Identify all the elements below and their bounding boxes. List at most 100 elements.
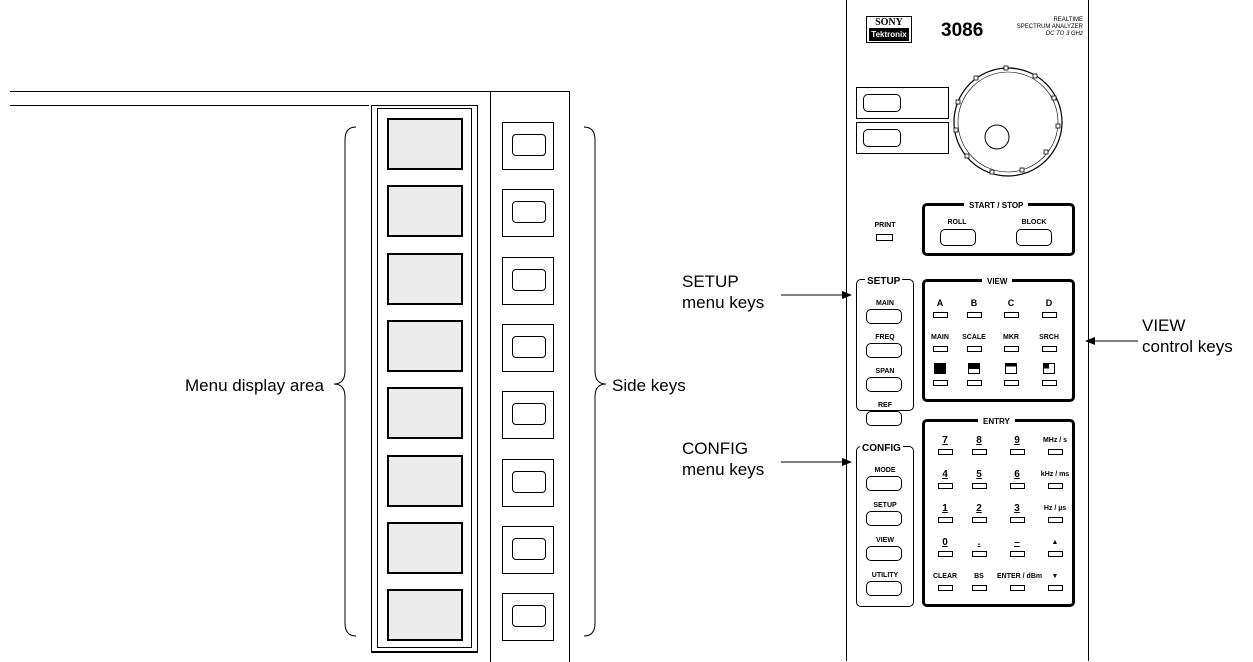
view-a-label: A: [936, 298, 944, 308]
side-keys-label: Side keys: [612, 376, 686, 395]
entry-decimal-key[interactable]: [972, 551, 987, 557]
view-srch-key[interactable]: [1042, 346, 1057, 352]
entry-decimal-label: .: [977, 537, 981, 548]
entry-hz-us-key[interactable]: [1048, 517, 1063, 523]
entry-two-key[interactable]: [972, 517, 987, 523]
entry-enter-dbm-key[interactable]: [1010, 585, 1025, 591]
panel-key-lower[interactable]: [863, 129, 901, 147]
entry-up-arrow-label: ▲: [1051, 539, 1059, 546]
entry-mhz-s-key[interactable]: [1048, 449, 1063, 455]
entry-group-title: ENTRY: [978, 417, 1015, 426]
entry-five-key[interactable]: [972, 483, 987, 489]
entry-seven-label: 7: [942, 435, 948, 446]
freq-menu-key[interactable]: [866, 343, 902, 358]
entry-clear-key[interactable]: [938, 585, 953, 591]
side-key-6[interactable]: [512, 471, 546, 493]
side-key-3[interactable]: [512, 269, 546, 291]
entry-three-key[interactable]: [1010, 517, 1025, 523]
upper-half-layout-icon: [968, 363, 980, 374]
entry-backspace-key[interactable]: [972, 585, 987, 591]
menu-box-1: [387, 118, 463, 170]
config-group-title: CONFIG: [860, 443, 903, 454]
view-srch-label: SRCH: [1039, 334, 1059, 341]
roll-button[interactable]: [940, 229, 976, 246]
view-d-label: D: [1045, 298, 1053, 308]
mode-key-label: MODE: [874, 467, 896, 474]
menu-box-8: [387, 589, 463, 641]
menu-box-5: [387, 387, 463, 439]
view-c-key[interactable]: [1004, 312, 1019, 318]
side-key-5[interactable]: [512, 403, 546, 425]
view-c-label: C: [1007, 298, 1015, 308]
view-a-key[interactable]: [933, 312, 948, 318]
span-menu-key[interactable]: [866, 377, 902, 392]
config-key-group: CONFIG: [856, 443, 914, 607]
view-b-label: B: [970, 298, 978, 308]
view-main-key[interactable]: [933, 346, 948, 352]
setup-group-title: SETUP: [865, 276, 903, 287]
setup-config-key[interactable]: [866, 511, 902, 526]
menu-display-area-label: Menu display area: [185, 376, 324, 395]
entry-up-arrow-key[interactable]: [1048, 551, 1063, 557]
utility-config-key[interactable]: [866, 581, 902, 596]
entry-key-group: ENTRY: [922, 417, 1075, 607]
main-key-label: MAIN: [876, 300, 894, 307]
entry-nine-key[interactable]: [1010, 449, 1025, 455]
setup-key-group: SETUP: [856, 276, 914, 411]
view-key-group: VIEW: [922, 277, 1075, 402]
view-mkr-label: MKR: [1003, 334, 1019, 341]
side-key-7[interactable]: [512, 538, 546, 560]
entry-clear-label: CLEAR: [932, 573, 958, 580]
entry-khz-ms-key[interactable]: [1048, 483, 1063, 489]
entry-down-arrow-label: ▼: [1051, 573, 1059, 580]
side-key-8[interactable]: [512, 605, 546, 627]
entry-seven-key[interactable]: [938, 449, 953, 455]
entry-three-label: 3: [1014, 503, 1020, 514]
entry-eight-key[interactable]: [972, 449, 987, 455]
setup-key-label: SETUP: [873, 502, 897, 509]
view-group-title: VIEW: [982, 277, 1013, 286]
ref-menu-key[interactable]: [866, 411, 902, 426]
entry-down-arrow-key[interactable]: [1048, 585, 1063, 591]
entry-mhz-s-label: MHz / s: [1042, 437, 1068, 444]
entry-two-label: 2: [976, 503, 982, 514]
entry-one-label: 1: [942, 503, 948, 514]
menu-box-3: [387, 253, 463, 305]
menu-box-7: [387, 522, 463, 574]
main-menu-key[interactable]: [866, 309, 902, 324]
start-stop-group: START / STOP: [922, 201, 1075, 256]
quad-layout-icon: [1043, 363, 1055, 374]
layout-full-key[interactable]: [933, 380, 948, 386]
entry-hz-us-label: Hz / µs: [1043, 505, 1067, 512]
entry-six-label: 6: [1014, 469, 1020, 480]
entry-zero-key[interactable]: [938, 551, 953, 557]
side-key-1[interactable]: [512, 134, 546, 156]
print-key[interactable]: [876, 234, 893, 241]
view-mkr-key[interactable]: [1004, 346, 1019, 352]
ref-key-label: REF: [878, 402, 892, 409]
utility-key-label: UTILITY: [871, 572, 899, 579]
entry-backspace-label: BS: [974, 573, 984, 580]
start-stop-title: START / STOP: [964, 201, 1029, 210]
block-label: BLOCK: [1021, 219, 1047, 226]
layout-upper-key[interactable]: [967, 380, 982, 386]
entry-six-key[interactable]: [1010, 483, 1025, 489]
layout-lower-key[interactable]: [1004, 380, 1019, 386]
rotary-knob[interactable]: [948, 62, 1068, 182]
entry-minus-key[interactable]: [1010, 551, 1025, 557]
mode-menu-key[interactable]: [866, 476, 902, 491]
view-d-key[interactable]: [1042, 312, 1057, 318]
block-button[interactable]: [1016, 229, 1052, 246]
side-key-4[interactable]: [512, 336, 546, 358]
view-scale-key[interactable]: [967, 346, 982, 352]
view-main-label: MAIN: [931, 334, 949, 341]
layout-quad-key[interactable]: [1042, 380, 1057, 386]
entry-one-key[interactable]: [938, 517, 953, 523]
entry-nine-label: 9: [1014, 435, 1020, 446]
entry-minus-label: –: [1014, 537, 1020, 548]
view-config-key[interactable]: [866, 546, 902, 561]
side-key-2[interactable]: [512, 201, 546, 223]
entry-four-key[interactable]: [938, 483, 953, 489]
view-b-key[interactable]: [967, 312, 982, 318]
panel-key-upper[interactable]: [863, 94, 901, 112]
